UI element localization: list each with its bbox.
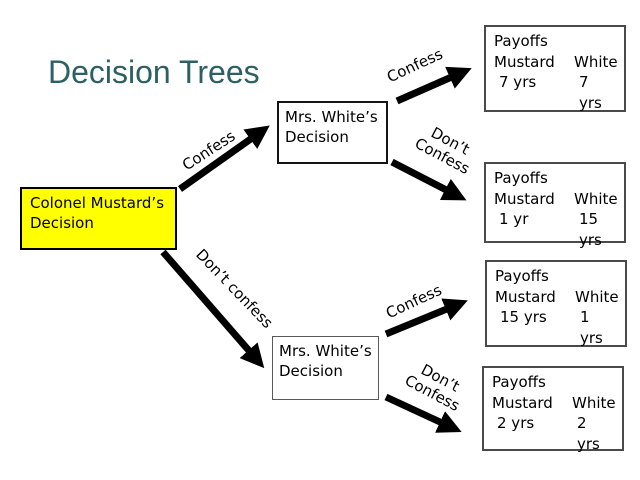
- arrow-white-bottom-confess: [384, 298, 468, 338]
- payoff-val-mustard: 2 yrs: [497, 414, 535, 432]
- payoff-title: Payoffs: [495, 267, 549, 285]
- payoff-val-mustard: 7 yrs: [499, 73, 537, 91]
- payoff-col-white: White: [574, 189, 618, 208]
- node-mrs-white-decision-bottom: Mrs. White’s Decision: [272, 336, 379, 400]
- payoff-box-dont-dont: Payoffs Mustard White 2 yrs 2 yrs: [482, 366, 624, 453]
- payoff-col-mustard: Mustard: [492, 393, 553, 412]
- payoff-col-mustard: Mustard: [494, 189, 555, 208]
- arrow-mustard-dont-confess: [160, 249, 265, 369]
- arrow-white-top-dont-confess: [390, 158, 467, 201]
- payoff-box-confess-confess: Payoffs Mustard White 7 yrs 7 yrs: [484, 25, 626, 112]
- payoff-box-confess-dont: Payoffs Mustard White 1 yr 15 yrs: [484, 162, 626, 249]
- payoff-col-white: White: [575, 287, 619, 306]
- payoff-box-dont-confess: Payoffs Mustard White 15 yrs 1 yrs: [485, 260, 627, 347]
- payoff-val-white: 2 yrs: [577, 414, 600, 453]
- page-title: Decision Trees: [48, 54, 260, 90]
- node-mrs-white-decision-top: Mrs. White’s Decision: [277, 101, 388, 164]
- payoff-title: Payoffs: [494, 32, 548, 50]
- payoff-val-mustard: 1 yr: [499, 210, 529, 228]
- node-colonel-mustard-decision: Colonel Mustard’s Decision: [20, 187, 177, 250]
- payoff-title: Payoffs: [492, 373, 546, 391]
- payoff-val-white: 7 yrs: [579, 73, 602, 112]
- arrow-white-bottom-dont-confess: [384, 393, 462, 433]
- arrow-white-top-confess: [395, 66, 472, 105]
- payoff-title: Payoffs: [494, 169, 548, 187]
- arrow-mustard-confess: [177, 125, 270, 192]
- payoff-val-mustard: 15 yrs: [500, 308, 547, 326]
- payoff-col-white: White: [572, 393, 616, 412]
- payoff-col-mustard: Mustard: [495, 287, 556, 306]
- payoff-val-white: 15 yrs: [579, 210, 602, 249]
- payoff-col-white: White: [574, 52, 618, 71]
- payoff-val-white: 1 yrs: [580, 308, 603, 347]
- payoff-col-mustard: Mustard: [494, 52, 555, 71]
